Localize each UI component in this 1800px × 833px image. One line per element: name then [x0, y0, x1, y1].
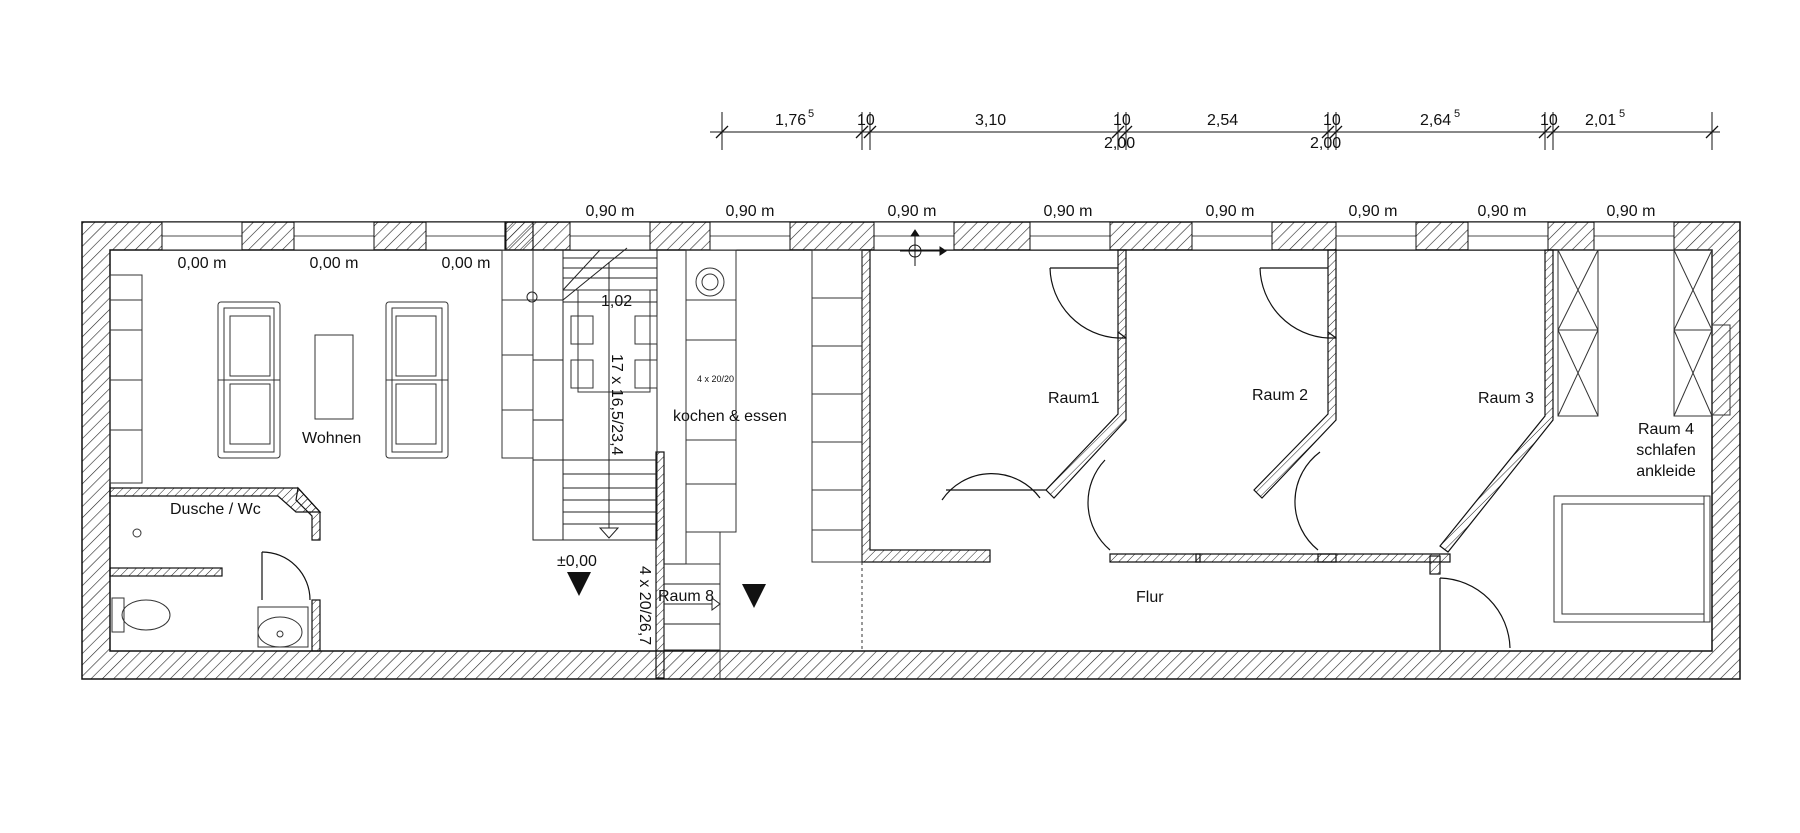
level-markers [567, 572, 766, 608]
dim-superscript-1: 5 [808, 108, 814, 120]
room-label-ankleide: ankleide [1636, 463, 1696, 480]
dining-set [570, 289, 658, 393]
stair-width-label: 1,02 [601, 293, 632, 310]
room-label-dusche-wc: Dusche / Wc [170, 501, 261, 518]
dim-wall-mark-1: 10 [857, 112, 875, 129]
dim-superscript-4: 5 [1454, 108, 1460, 120]
window-label-top-5: 0,90 m [1206, 203, 1255, 220]
room-label-raum4: Raum 4 [1638, 421, 1694, 438]
window-label-top-1: 0,90 m [586, 203, 635, 220]
level-label: ±0,00 [557, 553, 597, 570]
window-label-top-8: 0,90 m [1607, 203, 1656, 220]
dim-wall-mark-2: 10 [1113, 112, 1131, 129]
window-label-left-1: 0,00 m [178, 255, 227, 272]
room-label-wohnen: Wohnen [302, 430, 361, 447]
small-stair [663, 563, 721, 651]
dim-wall-mark-3: 10 [1323, 112, 1341, 129]
window-label-top-4: 0,90 m [1044, 203, 1093, 220]
bench [109, 274, 143, 484]
dim-sub-mark-1: 2,00 [1104, 135, 1135, 152]
wardrobes [1557, 249, 1731, 417]
sofa-left [217, 301, 281, 459]
dim-wall-mark-4: 10 [1540, 112, 1558, 129]
room-label-raum2: Raum 2 [1252, 387, 1308, 404]
window-label-top-7: 0,90 m [1478, 203, 1527, 220]
stair-small-label: 4 x 20/26,7 [636, 566, 653, 645]
window-label-top-3: 0,90 m [888, 203, 937, 220]
column-note-label: 4 x 20/20 [697, 374, 734, 384]
room-label-flur: Flur [1136, 589, 1164, 606]
door-swings [261, 267, 1511, 650]
sofa-right [385, 301, 449, 459]
stair-shelving [501, 249, 534, 459]
window-label-top-2: 0,90 m [726, 203, 775, 220]
coffee-table [314, 334, 354, 420]
room-label-raum8: Raum 8 [658, 588, 714, 605]
window-label-left-2: 0,00 m [310, 255, 359, 272]
kitchen-cabinets-right [811, 249, 863, 563]
dim-superscript-5: 5 [1619, 108, 1625, 120]
dim-segment-5: 2,01 [1585, 112, 1616, 129]
dim-sub-mark-2: 2,00 [1310, 135, 1341, 152]
bed [1553, 495, 1711, 623]
dim-segment-2: 3,10 [975, 112, 1006, 129]
room-label-kochen-essen: kochen & essen [673, 408, 787, 425]
room-label-raum3: Raum 3 [1478, 390, 1534, 407]
kitchen-counter [685, 249, 737, 565]
dimension-chain [710, 112, 1720, 150]
dim-segment-1: 1,76 [775, 112, 806, 129]
window-label-top-6: 0,90 m [1349, 203, 1398, 220]
room-label-raum1: Raum1 [1048, 390, 1100, 407]
dim-segment-3: 2,54 [1207, 112, 1238, 129]
bathroom-fixtures [111, 528, 309, 648]
main-stair [526, 247, 658, 541]
interior-walls [109, 221, 1554, 679]
crosshair-symbol [900, 229, 947, 266]
stair-main-label: 17 x 16,5/23,4 [608, 354, 625, 456]
dim-segment-4: 2,64 [1420, 112, 1451, 129]
window-label-left-3: 0,00 m [442, 255, 491, 272]
outer-walls [81, 221, 1741, 680]
room-label-schlafen: schlafen [1636, 442, 1696, 459]
